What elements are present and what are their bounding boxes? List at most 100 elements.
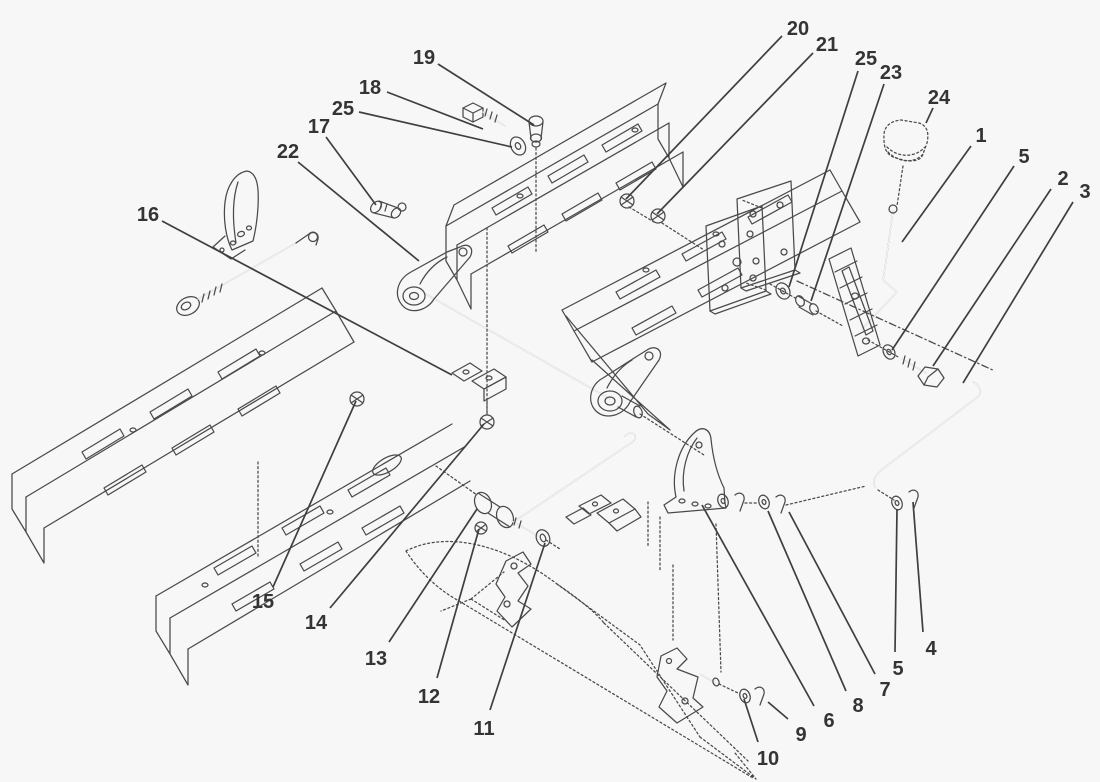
leader-line: [626, 36, 782, 199]
callout-label: 24: [928, 87, 951, 109]
leader-line: [389, 509, 477, 642]
clip-9: [755, 687, 764, 705]
callout-10: 10: [744, 699, 779, 770]
pivot-bracket-6: [640, 414, 866, 513]
shift-lever-assembly: [770, 120, 995, 387]
callout-label: 2: [1057, 168, 1068, 190]
nut-14: [480, 415, 494, 429]
leader-line: [437, 529, 479, 678]
mounting-plates: [706, 181, 800, 314]
callout-3: 3: [963, 181, 1091, 383]
callout-label: 13: [365, 648, 387, 670]
callout-label: 8: [852, 695, 863, 717]
leader-line: [768, 702, 788, 719]
leader-line: [789, 71, 858, 287]
callout-14: 14: [305, 424, 484, 634]
callout-label: 17: [308, 116, 330, 138]
callout-label: 20: [787, 18, 809, 40]
shift-quadrant-plate: [829, 248, 880, 356]
leader-line: [768, 511, 846, 691]
callout-18: 18: [359, 77, 483, 129]
callout-13: 13: [365, 509, 477, 670]
left-lower-seat-rail: [156, 424, 470, 685]
callout-label: 6: [823, 710, 834, 732]
clip: [735, 493, 744, 511]
callout-label: 16: [137, 204, 159, 226]
callout-label: 3: [1079, 181, 1090, 203]
leader-line: [963, 202, 1073, 383]
leader-line: [933, 189, 1051, 366]
callout-19: 19: [413, 47, 534, 125]
callout-label: 18: [359, 77, 381, 99]
clip: [776, 495, 785, 513]
fender-bracket: [657, 648, 703, 723]
washer-5b: [890, 495, 904, 512]
hex-bolt-18: [463, 103, 483, 122]
leader-line: [913, 502, 923, 632]
callout-5: 5: [892, 146, 1030, 350]
clamp-bracket: [452, 363, 506, 414]
nut-20: [620, 194, 634, 208]
callout-25: 25: [332, 98, 512, 147]
leader-line: [162, 221, 452, 375]
nut-12: [475, 522, 487, 534]
link-rod-trunnion: [436, 433, 635, 549]
callout-label: 9: [795, 724, 806, 746]
leader-line: [892, 166, 1014, 350]
leader-line: [326, 137, 376, 205]
washer-7: [757, 494, 771, 511]
callout-2: 2: [933, 168, 1069, 366]
callout-4: 4: [913, 502, 937, 660]
leader-line: [926, 108, 933, 123]
washer-5a: [881, 343, 898, 361]
callout-label: 15: [252, 591, 274, 613]
callout-24: 24: [926, 87, 951, 123]
leader-line: [490, 543, 545, 710]
callout-label: 14: [305, 612, 328, 634]
leader-line: [359, 112, 512, 147]
callout-label: 25: [332, 98, 354, 120]
callout-label: 4: [925, 638, 937, 660]
shift-knob: [884, 120, 928, 161]
callout-9: 9: [768, 702, 807, 746]
washer-25: [507, 134, 528, 157]
small-clamp-plates: [566, 495, 641, 531]
leader-line: [702, 505, 814, 706]
leader-line: [438, 64, 534, 125]
leader-line: [657, 53, 813, 214]
leader-line: [895, 509, 897, 652]
callout-label: 25: [855, 48, 877, 70]
cross-shaft-assembly: [397, 245, 660, 419]
washer-8: [716, 493, 730, 510]
leader-line: [330, 424, 484, 608]
shoulder-bolt-19: [529, 116, 543, 126]
callout-label: 21: [816, 34, 838, 56]
right-support-channel: [562, 170, 860, 430]
callout-25: 25: [789, 48, 877, 287]
callout-23: 23: [811, 62, 902, 301]
callout-label: 1: [975, 125, 986, 147]
callout-label: 11: [473, 718, 494, 740]
upper-support-channel: [446, 83, 683, 309]
callout-12: 12: [418, 529, 479, 708]
callout-label: 19: [413, 47, 435, 69]
spacer-23: [794, 294, 806, 307]
adjustment-rod-handle: [173, 232, 318, 319]
callout-1: 1: [902, 125, 987, 242]
shift-rod-assembly: [874, 382, 980, 511]
callout-label: 23: [880, 62, 902, 84]
pivot-arm-bracket: [213, 171, 258, 259]
clip-4: [909, 490, 918, 508]
callout-11: 11: [473, 543, 545, 740]
callout-label: 12: [418, 686, 440, 708]
callout-17: 17: [308, 116, 376, 205]
fender-phantom: [406, 502, 764, 779]
callout-label: 5: [1018, 146, 1029, 168]
washer-25b: [773, 280, 792, 301]
callout-21: 21: [657, 34, 838, 214]
nut-21: [651, 209, 665, 223]
callout-label: 7: [879, 679, 890, 701]
callout-22: 22: [277, 141, 419, 261]
callout-16: 16: [137, 204, 452, 375]
